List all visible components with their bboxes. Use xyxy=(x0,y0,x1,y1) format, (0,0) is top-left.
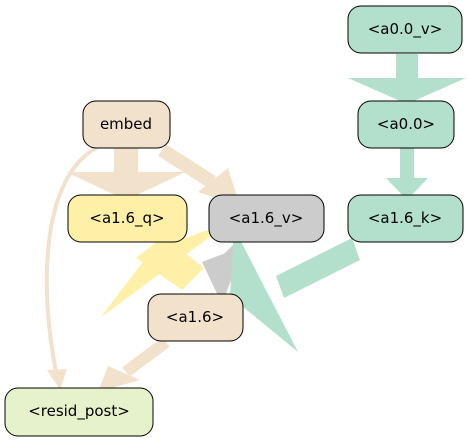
arrowhead-a1-6-k-to-a1-6 xyxy=(230,228,298,352)
node-a1-6-v-box xyxy=(208,194,325,243)
node-a0-0-label: <a0.0> xyxy=(377,115,435,133)
node-a0-0-v-box xyxy=(347,5,463,54)
node-a0-0-v[interactable]: <a0.0_v> xyxy=(347,5,463,54)
edge-layer xyxy=(44,54,466,392)
edge-embed-to-resid-post xyxy=(44,146,97,373)
node-resid-post-label: <resid_post> xyxy=(28,402,130,421)
node-a1-6-k-label: <a1.6_k> xyxy=(368,209,442,228)
arrowhead-a0-0-to-a1-6-k xyxy=(386,178,428,200)
node-a0-0[interactable]: <a0.0> xyxy=(357,100,455,149)
node-a1-6-k-box xyxy=(347,194,464,243)
node-a1-6-q-label: <a1.6_q> xyxy=(89,209,164,228)
node-a0-0-v-label: <a0.0_v> xyxy=(368,20,443,39)
node-resid-post[interactable]: <resid_post> xyxy=(4,387,154,437)
node-a1-6-label: <a1.6> xyxy=(166,308,224,326)
node-embed-label: embed xyxy=(100,115,152,133)
node-a1-6-v-label: <a1.6_v> xyxy=(229,209,304,228)
arrowhead-a1-6-q-to-a1-6 xyxy=(100,222,230,318)
node-a0-0-box xyxy=(357,100,455,149)
arrowhead-embed-to-resid-post xyxy=(47,369,67,390)
node-a1-6-box xyxy=(147,293,244,342)
edge-a1-6-to-resid-post xyxy=(122,337,170,377)
arrowhead-a0-0-v-to-a0-0 xyxy=(348,78,466,104)
edge-a1-6-k-to-a1-6 xyxy=(276,238,360,298)
node-a1-6-v[interactable]: <a1.6_v> xyxy=(208,194,325,243)
node-a1-6-q-box xyxy=(67,194,188,243)
node-a1-6-q[interactable]: <a1.6_q> xyxy=(67,194,188,243)
node-a1-6[interactable]: <a1.6> xyxy=(147,293,244,342)
node-resid-post-box xyxy=(4,387,154,437)
arrowhead-embed-to-a1-6-q xyxy=(66,172,186,200)
node-a1-6-k[interactable]: <a1.6_k> xyxy=(347,194,464,243)
arrowhead-a1-6-to-resid-post xyxy=(98,366,140,392)
edge-a0-0-v-to-a0-0 xyxy=(396,54,418,80)
edge-a0-0-to-a1-6-k xyxy=(400,148,414,180)
edge-embed-to-a1-6-q xyxy=(114,148,138,174)
edge-embed-to-a1-6-v xyxy=(158,144,216,188)
node-embed-box xyxy=(82,100,171,149)
node-embed[interactable]: embed xyxy=(82,100,171,149)
